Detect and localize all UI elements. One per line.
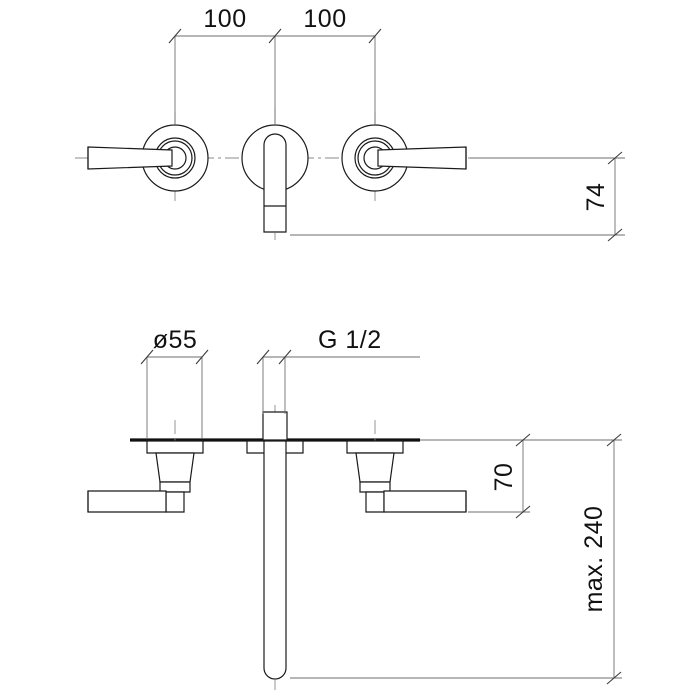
left-lever-handle-side (87, 490, 167, 513)
dim-tick-g12-right (278, 349, 292, 365)
spout-column-side (263, 440, 287, 680)
dim-tick-70-top (515, 433, 531, 447)
dim-tick-left (168, 28, 182, 44)
dim-tick-center (268, 28, 282, 44)
left-valve-assembly-side (87, 420, 204, 513)
dim-tick-d55-left (140, 349, 154, 365)
dim-tick-70-bottom (515, 505, 531, 519)
side-view-group: ø55 G 1/2 70 max. 240 (87, 326, 622, 690)
center-spout-assembly-top (241, 124, 309, 233)
projection-dimension-group: 74 (290, 151, 625, 242)
dim-tick-240-top (606, 433, 622, 447)
left-valve-cone (155, 452, 195, 483)
right-handle-assembly-top (341, 124, 467, 192)
dim-label-100-right: 100 (303, 5, 346, 33)
dim-tick-d55-right (195, 349, 209, 365)
left-rosette-flange (146, 440, 204, 454)
left-valve-collar (159, 481, 191, 493)
center-spout-assembly-side (246, 405, 304, 690)
top-spacing-dimension-group: 100 100 (168, 5, 382, 126)
dim-label-d55: ø55 (153, 326, 198, 354)
height-240-dimension-group: max. 240 (290, 433, 622, 685)
top-view-group: 100 100 74 (75, 5, 625, 242)
right-lever-handle-side (383, 490, 467, 513)
right-valve-assembly-side (346, 420, 467, 513)
dim-tick-right (368, 28, 382, 44)
dim-label-70: 70 (490, 463, 518, 492)
right-valve-cone (355, 452, 395, 483)
dim-label-max-240: max. 240 (580, 506, 608, 613)
dim-label-g12: G 1/2 (318, 326, 382, 354)
dim-tick-240-bottom (606, 671, 622, 685)
left-lever-handle-bar (87, 146, 173, 170)
dim-tick-74-top (607, 151, 623, 165)
thread-callout-group: G 1/2 (256, 326, 420, 414)
dim-tick-g12-left (256, 349, 270, 365)
left-handle-assembly-top (87, 124, 209, 192)
dim-tick-74-bottom (607, 228, 623, 242)
spout-tube-top-view (263, 133, 287, 233)
g-thread-boss (262, 411, 288, 441)
dim-label-74: 74 (582, 183, 610, 212)
right-rosette-flange (346, 440, 404, 454)
right-lever-handle-bar (377, 146, 467, 170)
height-70-dimension-group: 70 (420, 433, 531, 519)
dim-label-100-left: 100 (203, 5, 246, 33)
right-valve-stem (365, 491, 385, 513)
diameter-dimension-group: ø55 (140, 326, 209, 438)
left-valve-stem (165, 491, 185, 513)
